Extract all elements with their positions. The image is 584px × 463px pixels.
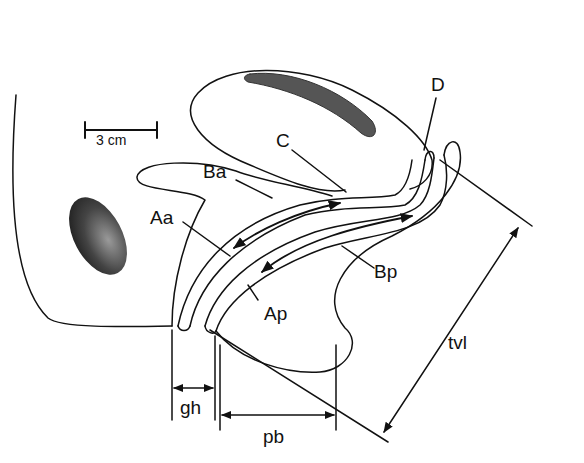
point-label: pb: [263, 427, 284, 446]
leader-line: [248, 285, 258, 300]
body-outline: [13, 95, 172, 327]
point-label: Ba: [203, 162, 226, 181]
dimension-extension: [172, 330, 215, 420]
leader-line: [292, 150, 346, 192]
point-label: Aa: [150, 208, 173, 227]
rectum-perineum-outline: [216, 142, 460, 372]
dimension-extension: [210, 160, 532, 442]
leader-line: [424, 98, 436, 150]
leader-line: [236, 180, 272, 198]
posterior-vaginal-wall: [205, 158, 434, 326]
tvl-dimension: [384, 228, 518, 432]
point-label: D: [431, 75, 445, 94]
point-label: tvl: [448, 333, 467, 352]
anterior-vaginal-wall: [190, 160, 425, 326]
point-label: gh: [180, 398, 201, 417]
anterior-measure-arrow: [234, 203, 340, 248]
gh-dimension: [174, 387, 213, 389]
point-label: Bp: [374, 262, 397, 281]
uterus-outline: [191, 70, 433, 190]
point-label: Ap: [264, 304, 287, 323]
dimension-extension: [220, 345, 336, 430]
point-label: C: [276, 131, 290, 150]
uterine-cavity: [244, 73, 375, 136]
introitus: [178, 326, 190, 331]
leader-line: [342, 246, 374, 268]
pb-dimension: [222, 414, 334, 416]
scale-label: 3 cm: [96, 133, 126, 147]
pubic-bone: [57, 188, 139, 285]
vaginal-vault: [425, 151, 434, 160]
leader-line: [183, 222, 230, 256]
